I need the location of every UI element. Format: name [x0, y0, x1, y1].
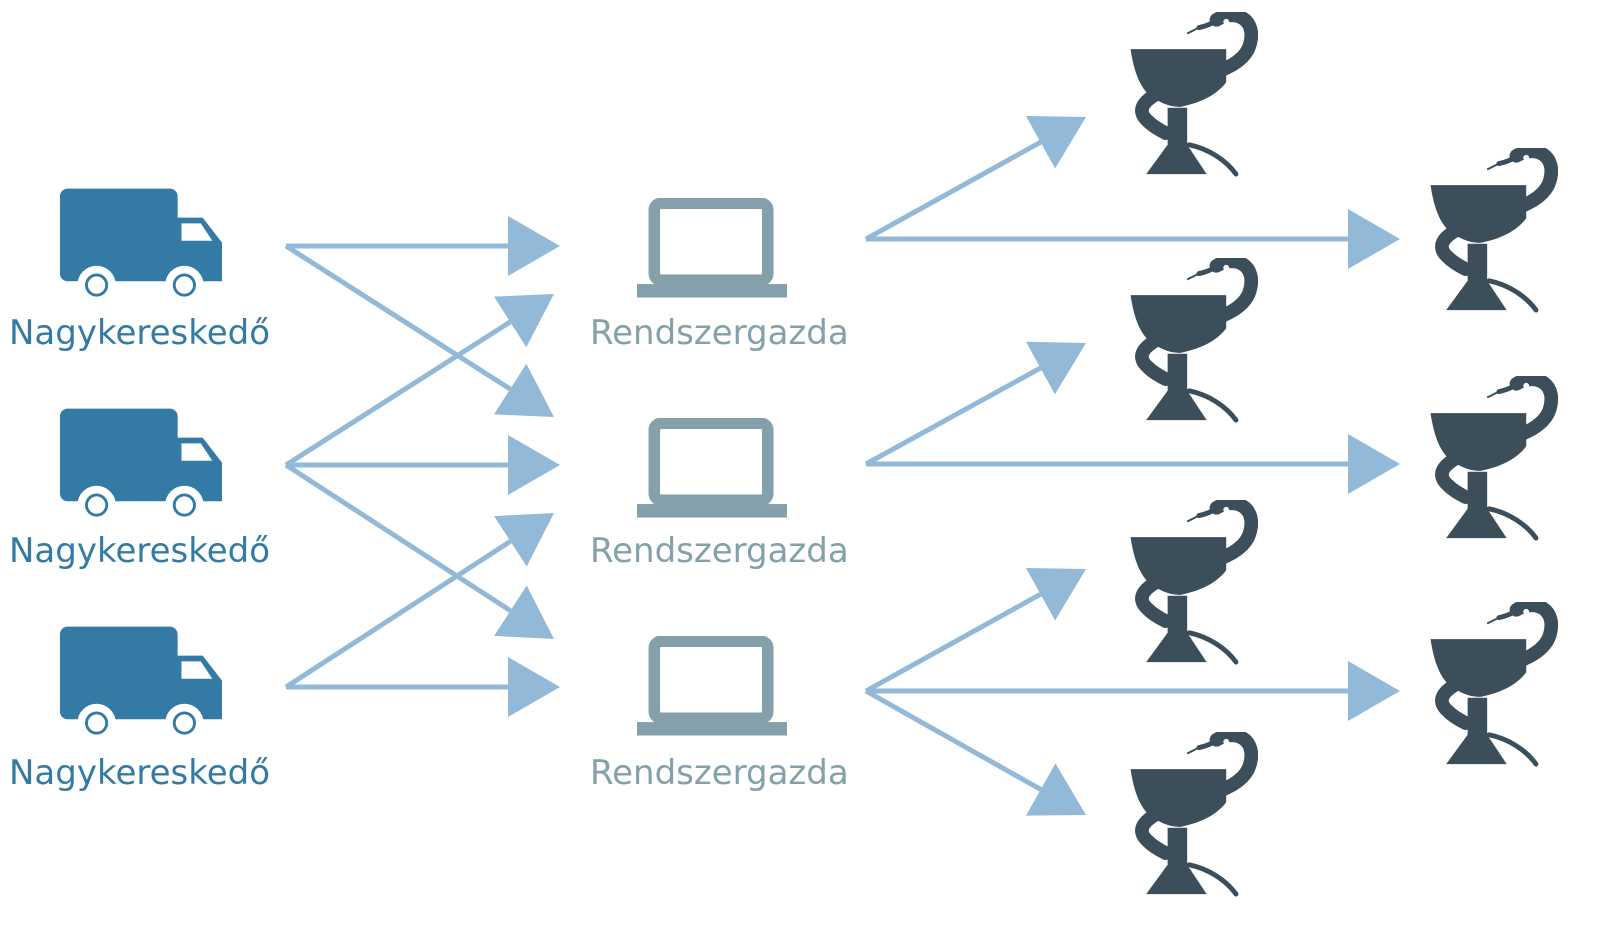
arrow-line [864, 365, 1042, 467]
arrow-head [1025, 341, 1086, 395]
laptop-icon [637, 641, 787, 735]
wholesaler-label: Nagykereskedő [9, 313, 271, 353]
arrow-head [1025, 567, 1086, 621]
arrow-head [1348, 209, 1400, 269]
arrow-line [864, 688, 1042, 792]
arrow-line [284, 539, 512, 690]
arrow-line [284, 462, 512, 613]
arrow-head [508, 657, 560, 717]
truck-icon [59, 188, 222, 305]
arrow-head [494, 513, 554, 567]
pharmacy-icon [1431, 605, 1552, 764]
pharmacy-icon [1131, 503, 1252, 662]
laptop-icon [637, 423, 787, 517]
pharmacy-icon [1131, 261, 1252, 420]
arrow-line [284, 243, 512, 392]
arrow-head [508, 435, 560, 495]
admin-node [637, 203, 787, 297]
wholesaler-node [59, 408, 222, 525]
arrow-line [864, 592, 1042, 694]
pharmacy-icon [1431, 379, 1552, 538]
truck-icon [59, 408, 222, 525]
pharmacy-icon [1431, 151, 1552, 310]
admin-label: Rendszergazda [590, 753, 849, 793]
wholesaler-node [59, 626, 222, 743]
admin-node [637, 423, 787, 517]
admin-node [637, 641, 787, 735]
arrow-head [1025, 763, 1086, 816]
arrow-head [508, 216, 560, 276]
arrow-line [284, 319, 512, 468]
pharmacy-icon [1131, 15, 1252, 174]
wholesaler-label: Nagykereskedő [9, 753, 271, 793]
arrow-head [1025, 115, 1086, 169]
wholesaler-label: Nagykereskedő [9, 531, 271, 571]
arrow-head [1348, 434, 1400, 494]
arrow-line [864, 140, 1042, 242]
arrow-head [494, 363, 554, 417]
wholesaler-node [59, 188, 222, 305]
arrow-head [494, 294, 554, 348]
pharmacy-icon [1131, 735, 1252, 894]
arrow-head [494, 585, 554, 639]
admin-label: Rendszergazda [590, 531, 849, 571]
truck-icon [59, 626, 222, 743]
arrow-head [1348, 661, 1400, 721]
admin-label: Rendszergazda [590, 313, 849, 353]
connection-arrows [284, 115, 1400, 816]
laptop-icon [637, 203, 787, 297]
